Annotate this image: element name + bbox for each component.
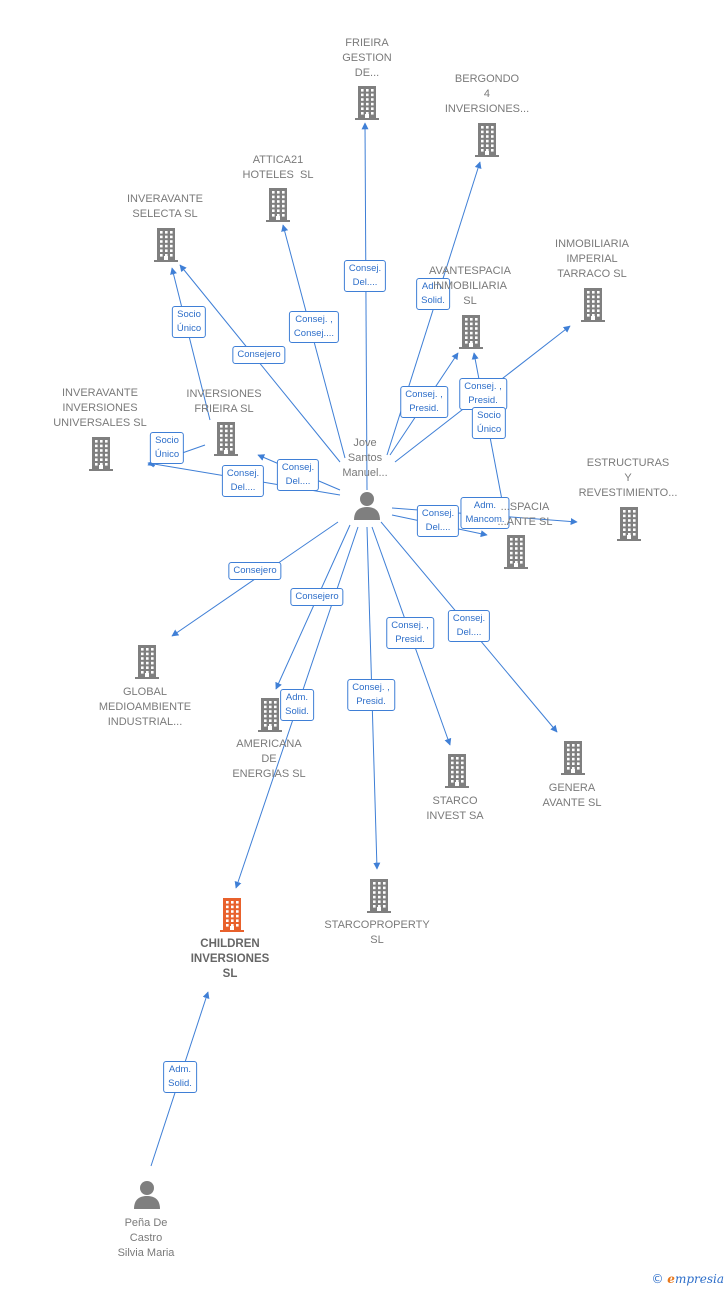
edge-label-frieira[interactable]: Consej. Del.... [343,260,387,292]
edge-label-inveravante_selecta[interactable]: Socio Único [171,306,207,338]
node-americana[interactable] [258,696,282,737]
edge-label-americana[interactable]: Consejero [290,588,344,606]
edge-label-starco[interactable]: Consej. , Presid. [386,617,434,649]
building-icon [154,228,178,262]
node-label-starcoproperty[interactable]: STARCOPROPERTY SL [324,919,430,946]
node-label-attica[interactable]: ATTICA21 HOTELES SL [242,154,314,181]
edge-jove-to-americana [275,524,351,690]
edge-label-global[interactable]: Consejero [228,562,282,580]
building-icon [220,898,244,932]
node-label-americana[interactable]: AMERICANA DE ENERGIAS SL [232,738,306,780]
person-icon [134,1181,160,1209]
empresia-logo[interactable]: © empresia [651,1272,724,1286]
node-inmobiliaria_imperial[interactable] [581,286,605,327]
node-inveravante_selecta[interactable] [154,226,178,267]
node-frieira[interactable] [355,84,379,125]
node-children[interactable] [220,896,244,937]
node-label-bergondo[interactable]: BERGONDO 4 INVERSIONES... [444,73,530,115]
building-icon [89,437,113,471]
node-avantespacia[interactable] [459,313,483,354]
node-label-inversiones_frieira[interactable]: INVERSIONES FRIEIRA SL [186,388,262,415]
building-icon [504,535,528,569]
node-label-pena[interactable]: Peña De Castro Silvia Maria [117,1217,175,1259]
node-label-inveravante_universales[interactable]: INVERAVANTE INVERSIONES UNIVERSALES SL [53,387,147,429]
building-icon [617,507,641,541]
edge-label-children[interactable]: Adm. Solid. [280,689,314,721]
node-inversiones_frieira[interactable] [214,420,238,461]
edge-label-inveravante_universales[interactable]: Socio Único [149,432,185,464]
node-label-inveravante_selecta[interactable]: INVERAVANTE SELECTA SL [127,193,203,220]
building-icon [367,879,391,913]
node-label-children[interactable]: CHILDREN INVERSIONES SL [190,938,270,980]
person-icon [354,492,380,520]
node-label-estructuras[interactable]: ESTRUCTURAS Y REVESTIMIENTO... [578,457,678,499]
edge-label-avantespacia[interactable]: Socio Único [471,407,507,439]
building-icon [135,645,159,679]
node-label-global[interactable]: GLOBAL MEDIOAMBIENTE INDUSTRIAL... [98,686,192,728]
node-genera[interactable] [561,739,585,780]
node-label-genera[interactable]: GENERA AVANTE SL [542,782,602,809]
building-icon [355,86,379,120]
building-icon [459,315,483,349]
building-icon [445,754,469,788]
node-global[interactable] [135,643,159,684]
node-label-frieira[interactable]: FRIEIRA GESTION DE... [342,37,392,79]
node-label-avantespacia[interactable]: AVANTESPACIA INMOBILIARIA SL [429,265,511,307]
edge-label-inveravante_universales[interactable]: Consej. Del.... [221,465,265,497]
edge-label-estructuras[interactable]: Adm. Mancom. [460,497,510,529]
edge-label-inveravante_selecta[interactable]: Consejero [232,346,286,364]
edge-label-starcoproperty[interactable]: Consej. , Presid. [347,679,395,711]
node-estructuras[interactable] [617,505,641,546]
edge-jove-to-frieira [361,122,369,491]
node-attica[interactable] [266,186,290,227]
node-starco[interactable] [445,752,469,793]
building-icon [214,422,238,456]
edge-label-inmobiliaria_imperial[interactable]: Consej. , Presid. [459,378,507,410]
node-label-spacia[interactable]: ...SPACIA ...ANTE SL [497,501,553,528]
building-icon [475,123,499,157]
node-spacia[interactable] [504,533,528,574]
node-pena[interactable] [132,1179,162,1214]
building-icon [581,288,605,322]
edge-label-spacia[interactable]: Consej. Del.... [416,505,460,537]
node-label-jove[interactable]: Jove Santos Manuel... [342,437,388,479]
edge-label-bergondo[interactable]: Adm. Solid. [416,278,450,310]
node-jove[interactable] [352,490,382,525]
edge-label-attica[interactable]: Consej. , Consej.... [288,311,340,343]
edge-label-avantespacia[interactable]: Consej. , Presid. [400,386,448,418]
node-bergondo[interactable] [475,121,499,162]
building-icon [266,188,290,222]
node-starcoproperty[interactable] [367,877,391,918]
building-icon [561,741,585,775]
edge-inversiones_frieira-to-inveravante_selecta [170,267,211,421]
edge-label-genera[interactable]: Consej. Del.... [447,610,491,642]
node-inveravante_universales[interactable] [89,435,113,476]
edge-label-children[interactable]: Adm. Solid. [163,1061,197,1093]
edge-label-inversiones_frieira[interactable]: Consej. Del.... [276,459,320,491]
building-icon [258,698,282,732]
node-label-starco[interactable]: STARCO INVEST SA [426,795,484,822]
node-label-inmobiliaria_imperial[interactable]: INMOBILIARIA IMPERIAL TARRACO SL [555,238,629,280]
